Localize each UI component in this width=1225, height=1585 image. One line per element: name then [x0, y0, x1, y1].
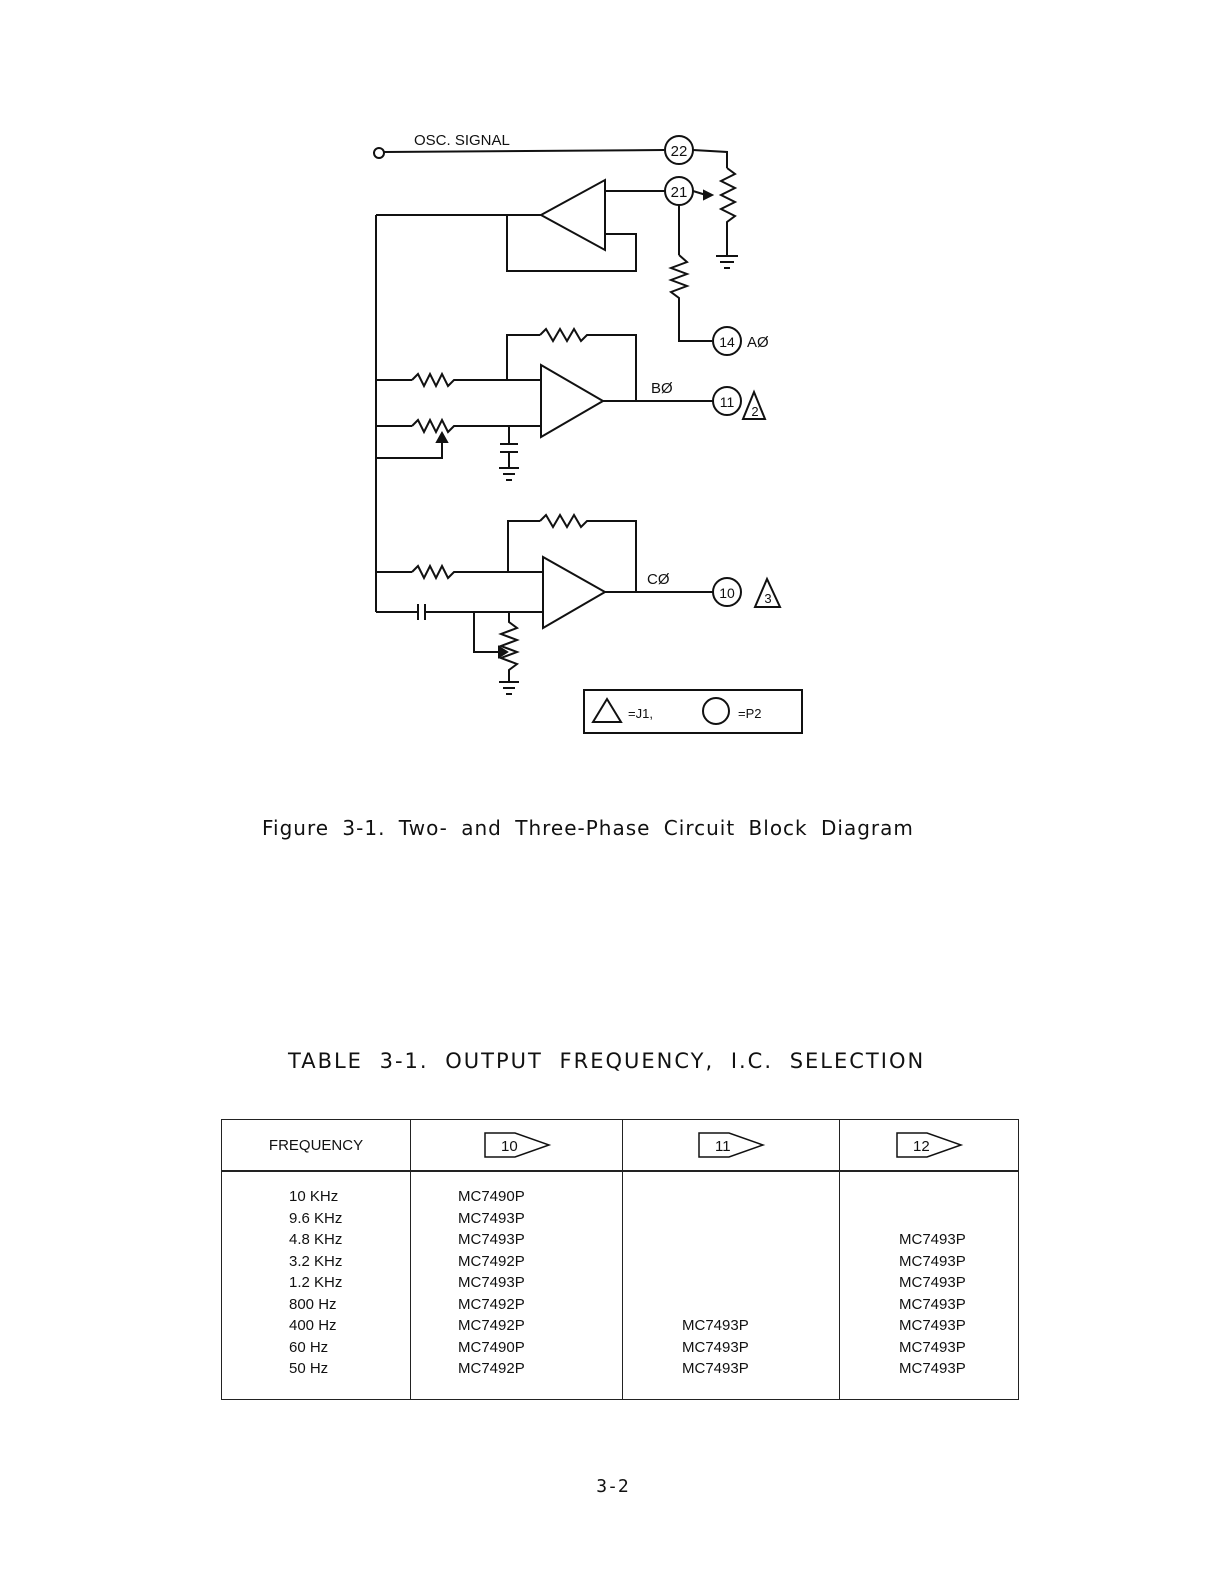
- ground-symbol-top: [716, 246, 738, 269]
- svg-text:10: 10: [501, 1138, 518, 1155]
- header-connector-11: 11: [622, 1119, 840, 1172]
- frequency-cell: 400 Hz: [289, 1317, 337, 1334]
- c-phase-label: CØ: [647, 571, 670, 588]
- amplifier-c-phase: [542, 555, 608, 630]
- ic-cell: MC7493P: [899, 1295, 966, 1313]
- svg-text:11: 11: [715, 1138, 731, 1155]
- frequency-cell: 4.8 KHz: [289, 1231, 343, 1248]
- svg-text:11: 11: [720, 394, 735, 410]
- connector-11-column: MC7493P MC7493P MC7493P: [622, 1171, 840, 1400]
- ic-selection-table: FREQUENCY 10 11 12: [221, 1119, 1019, 1400]
- connector-12-badge: 12: [896, 1132, 964, 1158]
- pin-14-connector: 14: [712, 326, 742, 356]
- ic-cell: MC7492P: [458, 1317, 525, 1334]
- table-body-row: 10 KHz 9.6 KHz 4.8 KHz 3.2 KHz 1.2 KHz 8…: [221, 1171, 1019, 1400]
- ic-cell: [682, 1272, 838, 1294]
- ic-cell: [682, 1229, 838, 1251]
- ic-cell: MC7493P: [899, 1338, 966, 1356]
- frequency-header: FREQUENCY: [221, 1119, 411, 1172]
- ic-cell: MC7493P: [682, 1317, 749, 1334]
- triangle-legend-icon: [591, 697, 623, 723]
- feedback-resistor-b: [539, 327, 637, 401]
- page-number: 3-2: [596, 1476, 629, 1497]
- frequency-cell: 3.2 KHz: [289, 1252, 343, 1270]
- table-header-row: FREQUENCY 10 11 12: [221, 1119, 1019, 1172]
- pin-22-connector: 22: [664, 135, 694, 165]
- ic-cell: MC7490P: [458, 1338, 525, 1356]
- resistor-a-phase: [668, 254, 712, 342]
- circuit-block-diagram: OSC. SIGNAL 22 21 14 AØ BØ: [373, 132, 803, 734]
- frequency-cell: 50 Hz: [289, 1360, 329, 1377]
- frequency-column: 10 KHz 9.6 KHz 4.8 KHz 3.2 KHz 1.2 KHz 8…: [221, 1171, 411, 1400]
- header-connector-10: 10: [410, 1119, 623, 1172]
- connector-11-badge: 11: [698, 1132, 766, 1158]
- frequency-cell: 1.2 KHz: [289, 1274, 343, 1291]
- ic-cell: MC7493P: [682, 1338, 749, 1356]
- ic-cell: MC7490P: [458, 1188, 525, 1205]
- ic-cell: MC7493P: [458, 1209, 525, 1227]
- ic-cell: [899, 1208, 1017, 1230]
- header-connector-12: 12: [839, 1119, 1019, 1172]
- feedback-resistor-c: [539, 513, 637, 592]
- j1-2-marker: 2: [741, 389, 767, 420]
- ic-cell: MC7492P: [458, 1252, 525, 1270]
- potentiometer-b: [411, 417, 541, 435]
- ic-cell: [682, 1251, 838, 1273]
- pin-10-connector: 10: [712, 577, 742, 607]
- circle-legend-icon: [702, 697, 730, 725]
- legend-p2-label: =P2: [738, 706, 762, 721]
- svg-text:22: 22: [671, 143, 688, 160]
- ic-cell: [899, 1186, 1017, 1208]
- legend-j1-label: =J1,: [628, 706, 653, 721]
- osc-signal-label: OSC. SIGNAL: [414, 132, 510, 149]
- potentiometer-c: [498, 612, 520, 682]
- capacitor-ground-b: [499, 426, 519, 481]
- ic-cell: [682, 1294, 838, 1316]
- svg-text:3: 3: [764, 591, 771, 606]
- potentiometer-top: [718, 167, 738, 246]
- buffer-amplifier: [538, 178, 606, 252]
- frequency-cell: 60 Hz: [289, 1338, 329, 1356]
- ground-symbol-c: [499, 681, 519, 695]
- ic-cell: MC7493P: [458, 1274, 525, 1291]
- ic-cell: MC7493P: [899, 1231, 966, 1248]
- ic-cell: MC7493P: [899, 1360, 966, 1377]
- osc-input-terminal: [373, 147, 385, 159]
- pin-21-connector: 21: [664, 176, 694, 206]
- ic-cell: MC7493P: [899, 1274, 966, 1291]
- table-title: TABLE 3-1. OUTPUT FREQUENCY, I.C. SELECT…: [288, 1049, 926, 1073]
- connector-12-column: MC7493P MC7493P MC7493P MC7493P MC7493P …: [839, 1171, 1019, 1400]
- ic-cell: [682, 1186, 838, 1208]
- input-resistor-b: [411, 371, 541, 389]
- frequency-cell: 800 Hz: [289, 1295, 337, 1313]
- frequency-cell: 9.6 KHz: [289, 1209, 343, 1227]
- svg-text:2: 2: [751, 404, 758, 419]
- ic-cell: MC7493P: [682, 1360, 749, 1377]
- figure-caption: Figure 3-1. Two- and Three-Phase Circuit…: [262, 816, 914, 840]
- ic-cell: MC7493P: [899, 1317, 966, 1334]
- svg-text:14: 14: [719, 334, 735, 350]
- ic-cell: MC7493P: [458, 1231, 525, 1248]
- pin-11-connector: 11: [712, 386, 742, 416]
- b-phase-label: BØ: [651, 380, 673, 397]
- j1-3-marker: 3: [753, 576, 782, 608]
- a-phase-label: AØ: [747, 334, 769, 351]
- ic-cell: [682, 1208, 838, 1230]
- connector-10-badge: 10: [483, 1132, 551, 1158]
- ic-cell: MC7492P: [458, 1295, 525, 1313]
- ic-cell: MC7492P: [458, 1360, 525, 1377]
- input-resistor-c: [411, 563, 543, 581]
- legend-box: =J1, =P2: [583, 689, 803, 734]
- svg-text:21: 21: [671, 184, 688, 201]
- svg-text:12: 12: [913, 1138, 930, 1155]
- amplifier-b-phase: [540, 363, 605, 439]
- svg-text:10: 10: [719, 585, 735, 601]
- frequency-cell: 10 KHz: [289, 1188, 339, 1205]
- ic-cell: MC7493P: [899, 1252, 966, 1270]
- connector-10-column: MC7490P MC7493P MC7493P MC7492P MC7493P …: [410, 1171, 623, 1400]
- series-capacitor-c: [376, 604, 543, 620]
